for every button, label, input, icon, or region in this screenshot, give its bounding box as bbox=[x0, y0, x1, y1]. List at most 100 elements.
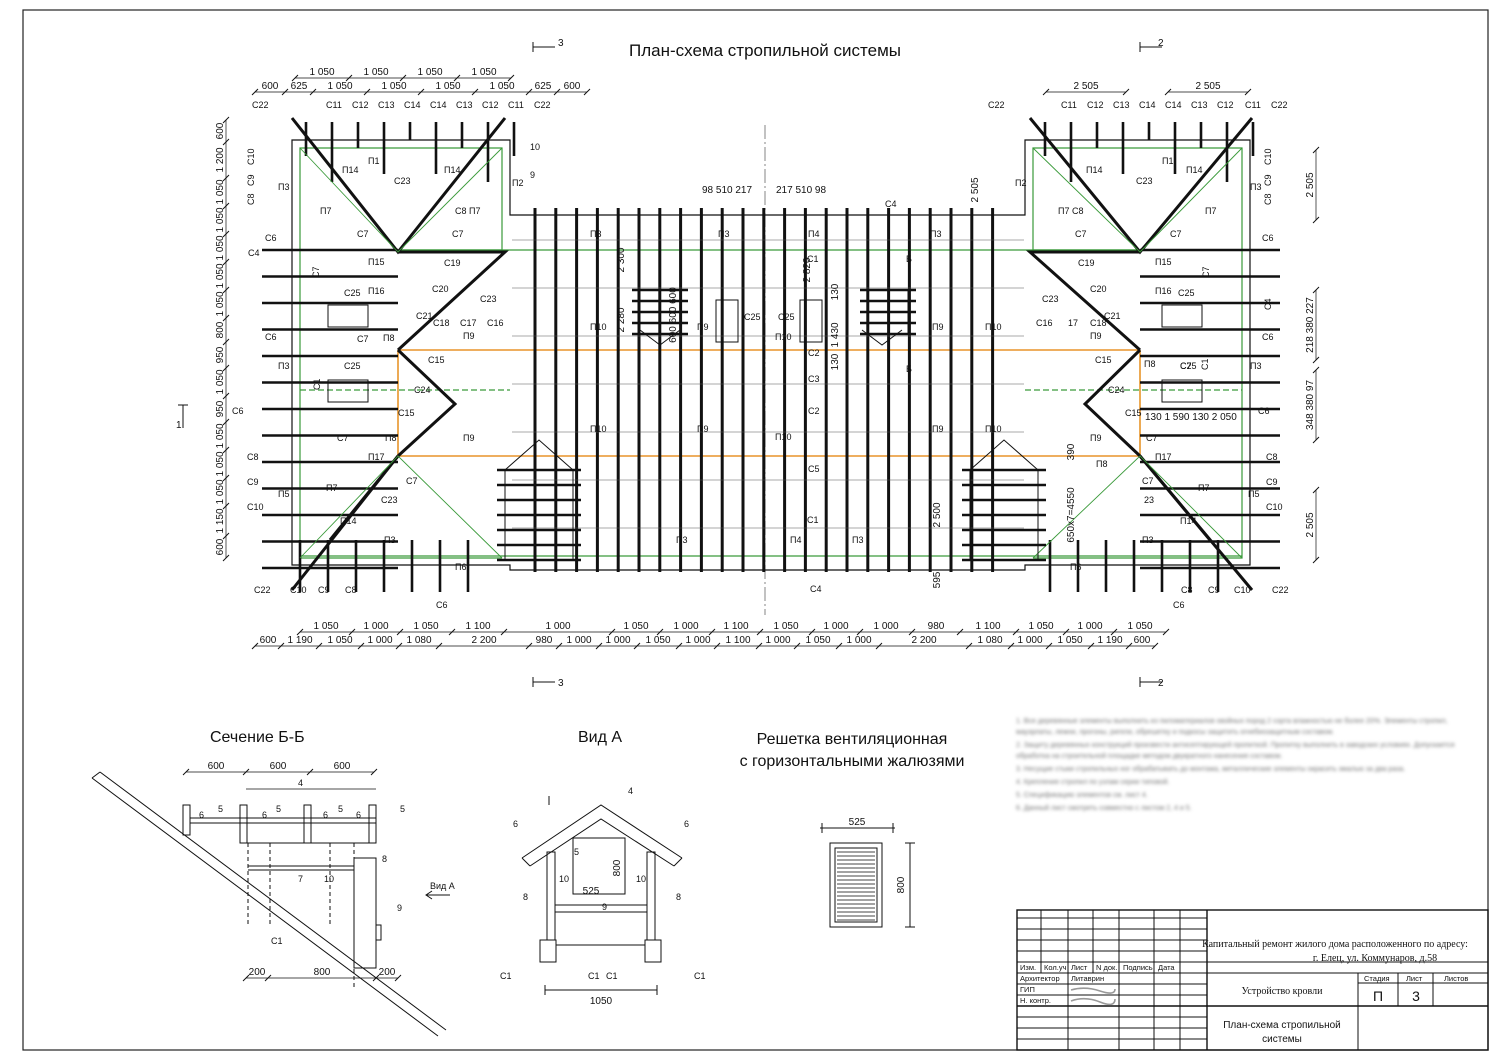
th-izm: Изм. bbox=[1020, 963, 1036, 972]
plan-label-p7: П7 bbox=[1058, 206, 1069, 216]
role-architect: Архитектор bbox=[1020, 974, 1060, 983]
section-bb-label: 6 bbox=[356, 810, 361, 820]
top-dim-right-a-tick bbox=[1122, 88, 1130, 96]
left-dim-tick bbox=[222, 230, 230, 238]
ridge-lines-orange bbox=[397, 349, 1141, 457]
left-dim-tick bbox=[222, 202, 230, 210]
plan-label-c23: С23 bbox=[381, 495, 398, 505]
bottom-right-label: С10 bbox=[1234, 585, 1251, 595]
bottom-dim-lower-tick bbox=[713, 642, 721, 650]
left-dim-value: 800 bbox=[215, 321, 226, 338]
top-dim-lower-value: 625 bbox=[535, 81, 552, 92]
section-bb-label: 6 bbox=[262, 810, 267, 820]
plan-label-p3: П3 bbox=[852, 535, 863, 545]
plan-label-p15: П15 bbox=[368, 257, 384, 267]
plan-label-p16: П16 bbox=[1155, 286, 1171, 296]
note-3: 3. Несущие стыки стропильных ног обрабат… bbox=[1016, 766, 1406, 773]
plan-label-p9: П9 bbox=[697, 322, 708, 332]
plan-label-p3: П3 bbox=[930, 229, 941, 239]
bottom-dim-lower-tick bbox=[835, 642, 843, 650]
section-bb-top-dim-value: 600 bbox=[208, 761, 225, 772]
top-dim-lower-value: 1 050 bbox=[489, 81, 514, 92]
view-a-label: 6 bbox=[684, 819, 689, 829]
plan-label-c18: С18 bbox=[1090, 318, 1107, 328]
top-left-label: С11 bbox=[508, 100, 524, 110]
bottom-dim-upper-tick bbox=[348, 628, 356, 636]
plan-label-p10: П10 bbox=[590, 424, 606, 434]
right-dim-d-value: 2 505 bbox=[1305, 512, 1316, 537]
section-bb-bottom-dim-value: 200 bbox=[379, 967, 396, 978]
plan-label-c10-v: С10 bbox=[246, 148, 256, 165]
bottom-dim-upper-tick bbox=[448, 628, 456, 636]
plan-dim-d2300: 2 300 bbox=[616, 247, 627, 272]
bottom-dim-upper-tick bbox=[1110, 628, 1118, 636]
right-dim-d-tick bbox=[1312, 486, 1320, 494]
drawing-name-line1: План-схема стропильной bbox=[1223, 1020, 1341, 1031]
top-dim-upper-tick bbox=[345, 74, 353, 82]
top-dim-upper-tick bbox=[453, 74, 461, 82]
bottom-dim-upper-value: 1 100 bbox=[723, 621, 748, 632]
left-dim-tick bbox=[222, 446, 230, 454]
plan-label-p4: П4 bbox=[790, 535, 801, 545]
th-date: Дата bbox=[1158, 963, 1175, 972]
top-right-label: С12 bbox=[1217, 100, 1234, 110]
plan-dim-d2820: 2 820 bbox=[802, 257, 813, 282]
plan-label-c1-v: С1 bbox=[1200, 358, 1210, 370]
plan-label-c1: С1 bbox=[807, 515, 819, 525]
plan-label-p1: П1 bbox=[1162, 156, 1173, 166]
plan-label-c19: С19 bbox=[1078, 258, 1095, 268]
plan-label-p8: П8 bbox=[383, 333, 394, 343]
plan-label-p15: П15 bbox=[1155, 257, 1171, 267]
bottom-left-label: С9 bbox=[318, 585, 330, 595]
left-dim-tick bbox=[222, 258, 230, 266]
section-bb-label: 6 bbox=[323, 810, 328, 820]
bottom-dim-lower-tick bbox=[277, 642, 285, 650]
plan-label-c23: С23 bbox=[394, 176, 411, 186]
bottom-right-label: С9 bbox=[1208, 585, 1220, 595]
plan-label-p6: П6 bbox=[1070, 562, 1081, 572]
bottom-dim-lower-value: 1 080 bbox=[977, 635, 1002, 646]
section-bb-bottom-dim-tick bbox=[264, 974, 272, 982]
plan-label-c6: С6 bbox=[1258, 406, 1270, 416]
plan-label-c9: С9 bbox=[1266, 477, 1278, 487]
plan-label-p2: П2 bbox=[1015, 178, 1026, 188]
grille-title-line1: Решетка вентиляционная bbox=[757, 731, 948, 748]
plan-label-c6: С6 bbox=[265, 233, 277, 243]
ladders bbox=[497, 288, 1046, 562]
top-right-label: С13 bbox=[1191, 100, 1208, 110]
bottom-dim-upper-tick bbox=[608, 628, 616, 636]
hip-rafters bbox=[290, 117, 1254, 591]
top-dim-lower-tick bbox=[363, 88, 371, 96]
right-dim-a-value: 2 505 bbox=[1305, 172, 1316, 197]
th-kolvo: Кол.уч bbox=[1044, 963, 1067, 972]
plan-label-c8: С8 bbox=[1072, 206, 1084, 216]
bottom-dim-lower-value: 1 100 bbox=[725, 635, 750, 646]
note-6: 6. Данный лист смотреть совместно с лист… bbox=[1016, 805, 1192, 812]
plan-label-c9-v: С9 bbox=[1263, 174, 1273, 186]
top-dim-right-b-value: 2 505 bbox=[1195, 81, 1220, 92]
plan-label-c15: С15 bbox=[1095, 355, 1112, 365]
section-bb-bottom-dim-tick bbox=[394, 974, 402, 982]
bottom-dim-upper-value: 1 000 bbox=[873, 621, 898, 632]
bottom-dim-upper-value: 1 100 bbox=[975, 621, 1000, 632]
plan-label-p3: П3 bbox=[1142, 535, 1153, 545]
plan-label-c7: С7 bbox=[337, 433, 349, 443]
bottom-dim-lower-tick bbox=[357, 642, 365, 650]
plan-label-p3: П3 bbox=[718, 229, 729, 239]
plan-label-c7: С7 bbox=[357, 334, 369, 344]
top-left-label: С11 bbox=[326, 100, 342, 110]
left-dim-value: 1 050 bbox=[215, 479, 226, 504]
plan-label-p7: П7 bbox=[1198, 483, 1209, 493]
plan-label-c9-v: С9 bbox=[246, 174, 256, 186]
bottom-dim-lower-value: 2 200 bbox=[471, 635, 496, 646]
plan-label-n17: 17 bbox=[1068, 318, 1078, 328]
section-bb-label: 9 bbox=[397, 903, 402, 913]
plan-label-c7: С7 bbox=[357, 229, 369, 239]
left-dim-tick bbox=[222, 174, 230, 182]
top-dim-lower-value: 1 050 bbox=[327, 81, 352, 92]
top-dim-lower-value: 1 050 bbox=[381, 81, 406, 92]
bottom-dim-lower-tick bbox=[595, 642, 603, 650]
right-dim-c-tick bbox=[1312, 366, 1320, 374]
plan-label-p10: П10 bbox=[985, 322, 1001, 332]
